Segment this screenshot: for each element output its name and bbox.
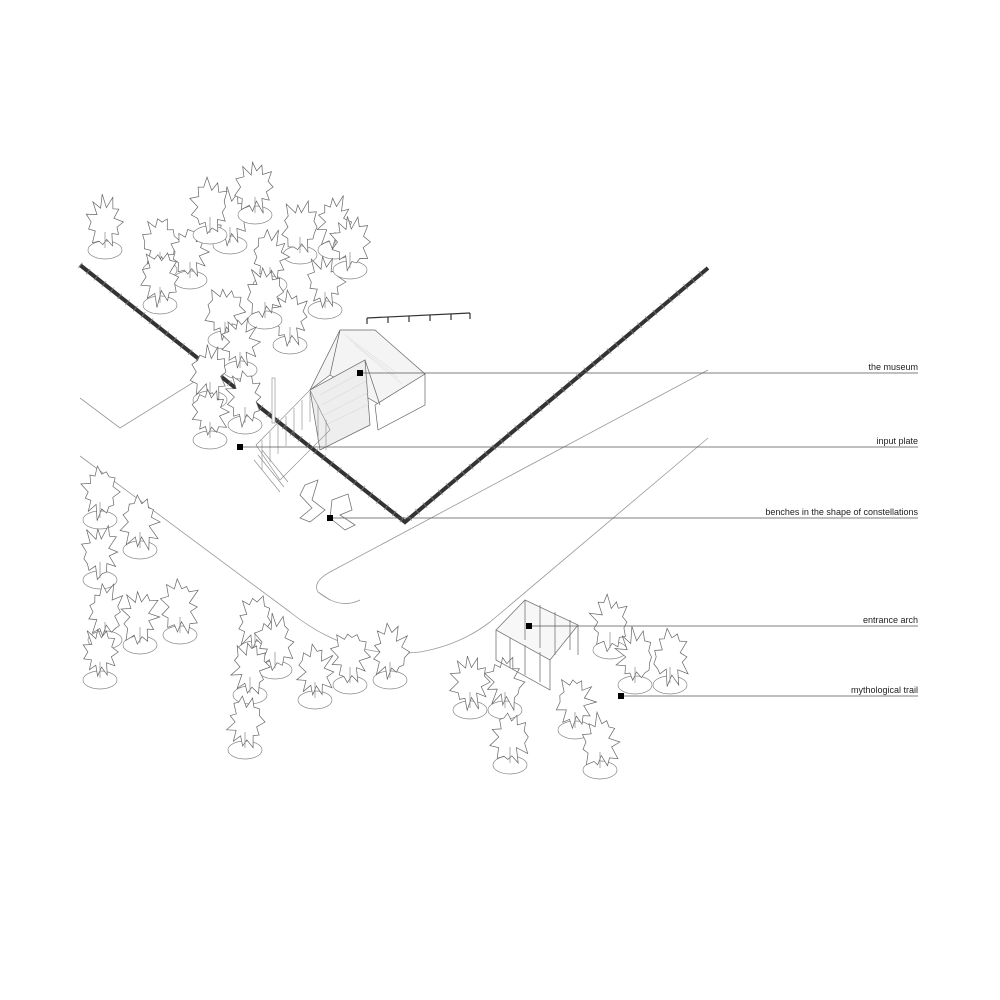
roads xyxy=(79,369,709,654)
tree-icon xyxy=(449,655,491,720)
tree-icon xyxy=(247,266,285,330)
tree-icon xyxy=(329,633,372,695)
annotation-benches: benches in the shape of constellations xyxy=(327,507,918,521)
tree-icon xyxy=(307,256,347,320)
label-input-plate: input plate xyxy=(876,436,918,446)
label-trail: mythological trail xyxy=(851,685,918,695)
fence xyxy=(77,262,711,527)
tree-icon xyxy=(253,612,295,680)
tree-icon xyxy=(85,193,125,260)
tree-icon xyxy=(489,712,529,775)
tree-icon xyxy=(588,593,628,660)
tree-icon xyxy=(229,642,271,705)
annotations: the museum input plate benches in the sh… xyxy=(237,362,918,699)
label-benches: benches in the shape of constellations xyxy=(765,507,918,517)
tree-icon xyxy=(613,626,653,695)
tree-icon xyxy=(652,627,689,695)
fence-segment xyxy=(366,312,471,324)
label-museum: the museum xyxy=(868,362,918,372)
roof-hatch xyxy=(319,334,403,426)
tree-icon xyxy=(140,252,180,315)
tree-icon xyxy=(221,317,262,380)
road-edge-north xyxy=(79,371,211,429)
entrance-arch xyxy=(495,599,579,691)
marker-museum xyxy=(357,370,363,376)
label-entrance-arch: entrance arch xyxy=(863,615,918,625)
annotation-museum: the museum xyxy=(357,362,918,376)
tree-icon xyxy=(189,176,228,245)
tree-icon xyxy=(191,388,230,450)
tree-icon xyxy=(159,577,199,645)
tree-icon xyxy=(119,494,161,560)
road-edge-inner xyxy=(316,369,709,601)
tree-icon xyxy=(234,160,274,225)
tree-icon xyxy=(329,216,371,280)
tree-icon xyxy=(372,622,411,690)
marker-entrance-arch xyxy=(526,623,532,629)
tree-icon xyxy=(80,524,119,590)
benches xyxy=(299,479,356,531)
tree-icon xyxy=(80,465,121,530)
annotation-trail: mythological trail xyxy=(618,685,918,699)
marker-benches xyxy=(327,515,333,521)
annotation-input-plate: input plate xyxy=(237,436,918,450)
marker-trail xyxy=(618,693,624,699)
road-edge-inner-2 xyxy=(317,591,361,604)
trees xyxy=(80,160,689,780)
tree-icon xyxy=(281,199,318,265)
tree-icon xyxy=(224,370,263,435)
tree-icon xyxy=(82,628,119,690)
road-edge-south-west xyxy=(79,437,709,654)
tree-icon xyxy=(120,590,161,655)
tree-icon xyxy=(225,695,266,760)
tree-icon xyxy=(295,643,335,710)
marker-input-plate xyxy=(237,444,243,450)
annotation-entrance-arch: entrance arch xyxy=(526,615,918,629)
museum-building xyxy=(253,329,426,493)
tree-icon xyxy=(483,656,526,720)
tree-icon xyxy=(581,710,621,780)
